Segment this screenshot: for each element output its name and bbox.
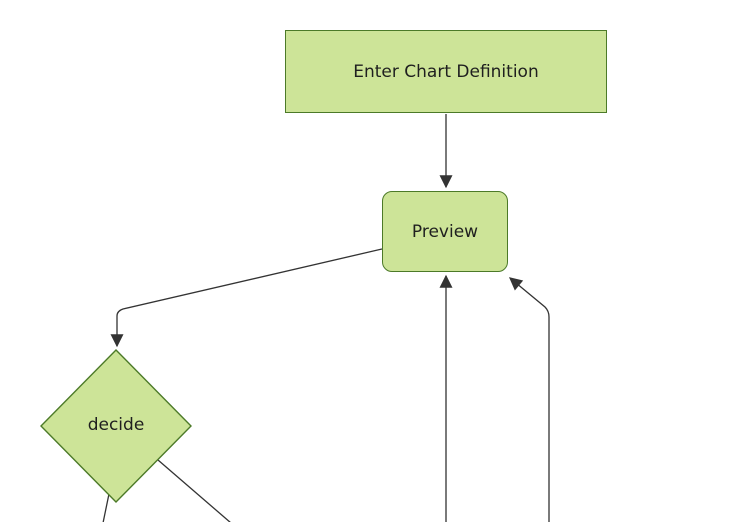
edge-preview-to-decide (110, 248, 383, 348)
node-decide-label: decide (87, 415, 145, 435)
node-enter-chart-definition-label: Enter Chart Definition (353, 61, 539, 82)
edge-decide-to-bottom-right (157, 459, 231, 522)
node-enter-chart-definition: Enter Chart Definition (285, 30, 607, 113)
node-preview-label: Preview (411, 221, 479, 242)
node-decide-shape (40, 349, 192, 503)
edge-bottom-right-return-to-preview (508, 277, 550, 522)
node-preview: Preview (382, 191, 508, 272)
